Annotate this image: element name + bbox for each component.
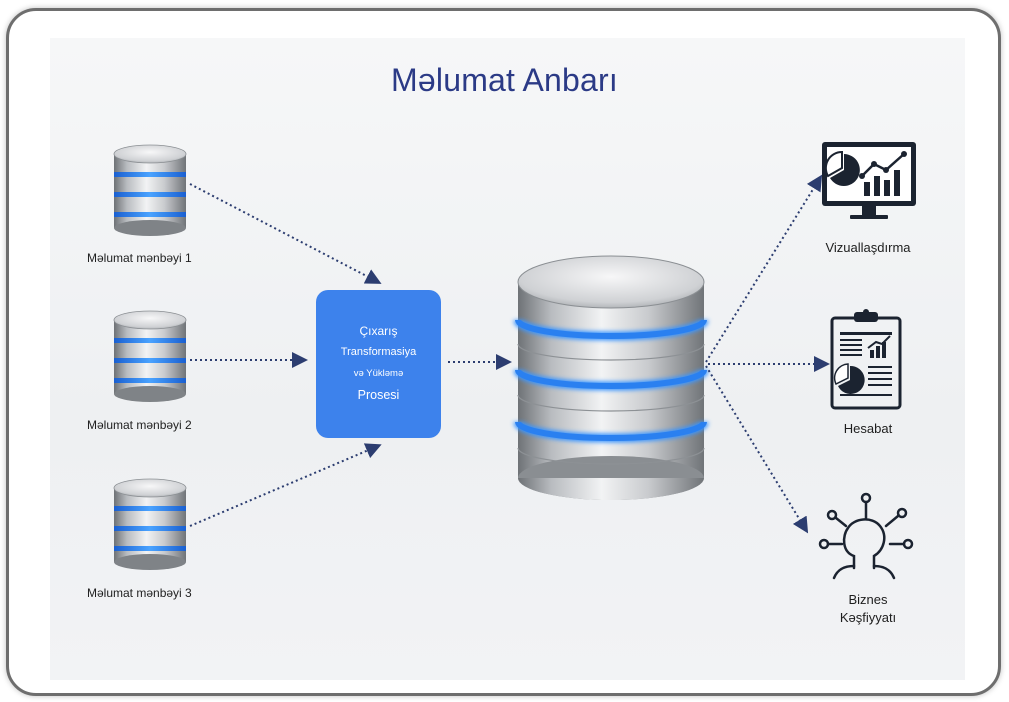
arrow-source3-to-etl	[189, 443, 382, 527]
output-label-bi-line2: Kəşfiyyatı	[839, 610, 897, 625]
etl-line-3: və Yükləmə	[353, 368, 404, 380]
clipboard-report-icon	[830, 309, 902, 410]
etl-process-box: Çıxarış Transformasiya və Yükləmə Proses…	[316, 290, 441, 438]
arrow-source1-to-etl	[189, 183, 382, 284]
arrow-warehouse-to-bi	[705, 365, 809, 534]
page-title: Məlumat Anbarı	[391, 62, 618, 98]
etl-line-2: Transformasiya	[340, 346, 417, 359]
source-label-3: Məlumat mənbəyi 3	[87, 586, 192, 600]
source-database-icon-2	[113, 310, 187, 402]
output-label-report: Hesabat	[843, 421, 893, 436]
monitor-chart-icon	[822, 142, 916, 219]
etl-line-4: Prosesi	[357, 388, 400, 402]
output-label-visualization: Vizuallaşdırma	[825, 240, 911, 255]
source-database-icon-3	[113, 478, 187, 570]
source-label-2: Məlumat mənbəyi 2	[87, 418, 192, 432]
flow-arrows	[189, 174, 830, 534]
etl-line-1: Çıxarış	[359, 324, 398, 339]
source-label-1: Məlumat mənbəyi 1	[87, 251, 192, 265]
source-database-icon-1	[113, 144, 187, 236]
arrow-warehouse-to-visualization	[705, 174, 823, 363]
business-intelligence-icon	[818, 492, 914, 580]
output-label-bi-line1: Biznes	[848, 592, 888, 607]
data-warehouse-database-icon	[513, 255, 709, 500]
